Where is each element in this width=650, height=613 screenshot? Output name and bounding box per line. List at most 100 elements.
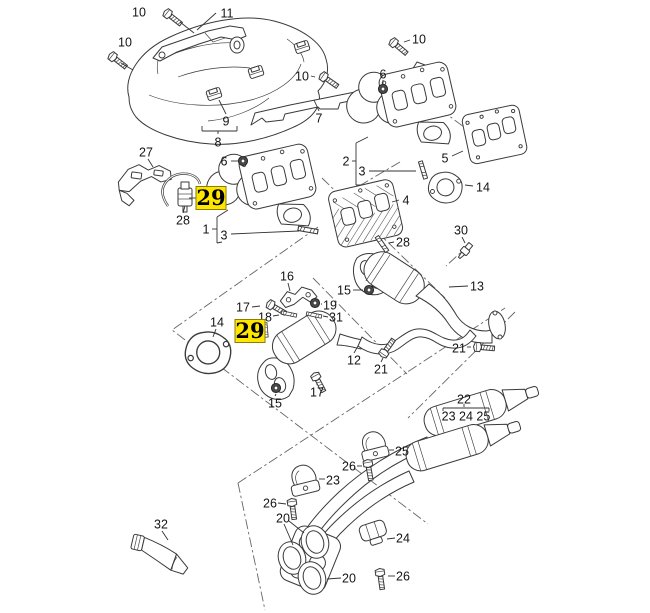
clamp-23 — [285, 461, 321, 498]
leader-line — [287, 282, 291, 292]
leader-line — [216, 209, 229, 218]
part-label-10: 10 — [412, 33, 426, 47]
part-label-2: 2 — [343, 155, 350, 169]
sealant-tube-32 — [130, 533, 189, 575]
sealing-ring-14-lower — [182, 329, 234, 377]
manifold-gasket-4 — [328, 179, 404, 248]
leader-line — [403, 39, 411, 43]
leader-line — [313, 99, 320, 112]
part-label-10: 10 — [295, 70, 309, 84]
part-label-6: 6 — [380, 68, 387, 82]
leader-line — [161, 530, 169, 541]
part-label-21: 21 — [452, 342, 466, 356]
leader-line — [274, 393, 277, 397]
leader-line — [212, 328, 217, 338]
part-label-14: 14 — [476, 181, 490, 195]
leader-line — [386, 537, 396, 540]
part-label-10: 10 — [132, 6, 146, 20]
bolt-21-icon — [472, 341, 496, 354]
part-label-22: 22 — [457, 393, 471, 407]
part-label-6: 6 — [221, 155, 228, 169]
fasteners — [106, 7, 496, 591]
leader-line — [196, 12, 217, 31]
stud-18-icon — [280, 310, 298, 318]
part-label-20: 20 — [276, 512, 290, 526]
clamp-25 — [356, 428, 391, 463]
nut-19-icon — [309, 297, 321, 309]
part-label-31: 31 — [329, 311, 343, 325]
leader-line — [461, 236, 466, 244]
part-label-12: 12 — [347, 354, 361, 368]
nut-15-icon — [363, 284, 375, 296]
leader-line — [230, 230, 300, 235]
leader-line — [283, 523, 294, 546]
leader-line — [353, 345, 359, 354]
vibration-damper-24 — [358, 519, 387, 546]
nut-6-icon — [377, 83, 389, 95]
nut-6-icon — [237, 155, 249, 167]
oxygen-sensor-30-icon — [457, 241, 474, 260]
part-label-15: 15 — [337, 284, 351, 298]
part-label-7: 7 — [316, 112, 323, 126]
part-label-24: 24 — [396, 532, 410, 546]
leader-line — [388, 241, 395, 244]
leader-line — [147, 158, 154, 168]
bolt-26-icon — [374, 567, 388, 591]
part-label-4: 4 — [403, 194, 410, 208]
leader-line — [216, 241, 223, 244]
part-label-21: 21 — [374, 363, 388, 377]
highlighted-callout-box-29[interactable] — [195, 186, 227, 210]
leader-line — [310, 75, 316, 78]
leader-line — [451, 150, 464, 157]
leader-line — [182, 205, 186, 214]
part-label-23-24-25: 23 24 25 — [442, 410, 491, 424]
part-label-26: 26 — [396, 570, 410, 584]
leader-line — [448, 285, 469, 288]
leader-line — [272, 314, 280, 317]
part-label-27: 27 — [139, 146, 153, 160]
mounting-bracket-11 — [152, 25, 247, 62]
part-label-3: 3 — [221, 229, 228, 243]
part-label-highlighted-29[interactable]: 29 — [235, 318, 264, 343]
bolt-10-icon — [106, 50, 130, 72]
part-label-17: 17 — [310, 386, 324, 400]
leader-line — [380, 357, 384, 363]
part-label-10: 10 — [118, 36, 132, 50]
part-label-11: 11 — [221, 7, 234, 21]
part-label-32: 32 — [154, 518, 168, 532]
part-label-1: 1 — [203, 223, 210, 237]
leader-line — [391, 199, 400, 203]
bolt-10-icon — [161, 7, 185, 29]
part-label-17: 17 — [236, 301, 250, 315]
leader-line — [277, 502, 287, 505]
stud-3-icon — [297, 225, 319, 235]
part-label-13: 13 — [470, 280, 484, 294]
part-label-26: 26 — [263, 497, 277, 511]
exhaust-manifold-2 — [339, 55, 465, 165]
leader-line — [218, 99, 227, 115]
part-label-highlighted-29[interactable]: 29 — [196, 185, 225, 210]
leader-line — [179, 21, 195, 34]
leader-line — [326, 577, 342, 580]
bolt-10-icon — [387, 36, 411, 58]
holder-bracket-16 — [279, 286, 318, 309]
part-label-28: 28 — [176, 214, 190, 228]
part-label-14: 14 — [210, 316, 224, 330]
nut-15-icon — [270, 382, 282, 394]
leader-line — [322, 315, 329, 318]
part-label-25: 25 — [395, 445, 409, 459]
manifold-gasket-5 — [460, 103, 529, 166]
catalytic-converter-13 — [352, 250, 506, 344]
part-label-23: 23 — [326, 474, 340, 488]
part-label-8: 8 — [215, 136, 222, 150]
leader-line — [464, 184, 474, 187]
part-label-5: 5 — [442, 152, 449, 166]
part-label-19: 19 — [323, 299, 337, 313]
leader-line — [120, 62, 134, 71]
part-label-30: 30 — [454, 224, 468, 238]
highlighted-callout-box-29[interactable] — [234, 319, 266, 343]
part-label-9: 9 — [223, 115, 230, 129]
